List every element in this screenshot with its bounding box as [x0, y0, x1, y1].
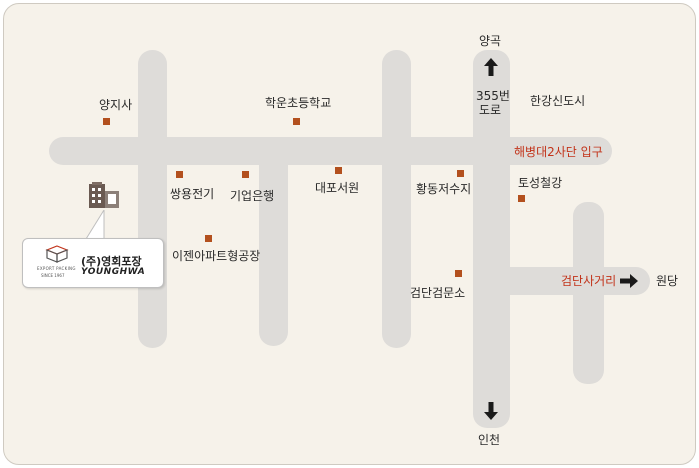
label-ijen: 이젠아파트형공장 [172, 249, 261, 263]
label-wondang: 원당 [656, 274, 679, 288]
marker-ssangyong [176, 171, 183, 178]
marker-toseong [518, 195, 525, 202]
label-geomdan-inspection: 검단검문소 [410, 286, 466, 300]
label-toseong: 토성철강 [518, 176, 563, 190]
label-haebyeong-entrance: 해병대2사단 입구 [514, 145, 603, 159]
label-hwangdong: 황동저수지 [416, 182, 472, 196]
label-hakun-school: 학운초등학교 [265, 96, 332, 110]
road-vertical-1 [138, 50, 167, 348]
marker-ijen [205, 235, 212, 242]
label-daepo: 대포서원 [315, 181, 360, 195]
company-name: (주)영회포장 [81, 255, 142, 268]
label-ibk: 기업은행 [230, 189, 275, 203]
road-vertical-east [573, 202, 604, 384]
label-yanggok: 양곡 [479, 34, 502, 48]
callout-pointer [85, 210, 105, 240]
label-road-355-line2: 도로 [479, 103, 502, 117]
marker-geomdan-inspection [455, 270, 462, 277]
road-vertical-3 [382, 50, 411, 348]
marker-hakun-school [293, 118, 300, 125]
company-brand: YOUNGHWA [81, 267, 146, 277]
label-road-355-line1: 355번 [476, 89, 510, 103]
label-ssangyong: 쌍용전기 [170, 187, 215, 201]
road-vertical-2 [259, 148, 288, 346]
label-hangang-newtown: 한강신도시 [530, 94, 586, 108]
building-icon [89, 182, 119, 208]
company-callout[interactable]: EXPORT PACKING SINCE 1967 (주)영회포장 YOUNGH… [22, 238, 164, 288]
cube-logo-icon [45, 245, 69, 263]
marker-hwangdong [457, 170, 464, 177]
label-geomdan-junction: 검단사거리 [561, 274, 617, 288]
arrow-down-icon [484, 402, 498, 420]
road-vertical-355 [473, 50, 510, 428]
company-tagline: EXPORT PACKING [37, 266, 76, 271]
company-since: SINCE 1967 [41, 273, 65, 278]
marker-ibk [242, 171, 249, 178]
arrow-up-icon [484, 58, 498, 76]
arrow-right-icon [620, 274, 638, 288]
marker-daepo [335, 167, 342, 174]
marker-yangjisa [103, 118, 110, 125]
label-yangjisa: 양지사 [99, 98, 133, 112]
label-incheon: 인천 [478, 433, 501, 447]
